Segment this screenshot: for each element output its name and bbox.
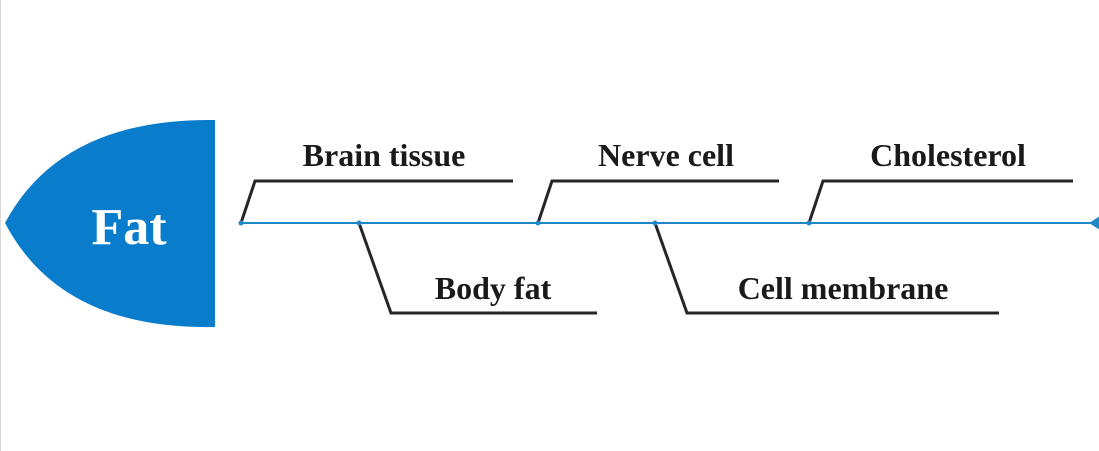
spine-node: [652, 220, 658, 226]
spine-node: [238, 220, 244, 226]
spine-arrow-icon: [1089, 216, 1099, 230]
branch-top-cholesterol: [807, 179, 1073, 224]
cause-label-brain-tissue: Brain tissue: [303, 137, 466, 173]
spine-node: [356, 220, 362, 226]
spine-node: [535, 220, 541, 226]
cause-label-cholesterol: Cholesterol: [870, 137, 1026, 173]
spine-node: [806, 220, 812, 226]
fish-head-shape: [5, 119, 215, 328]
cause-label-body-fat: Body fat: [435, 270, 552, 306]
cause-label-nerve-cell: Nerve cell: [598, 137, 734, 173]
cause-label-cell-membrane: Cell membrane: [738, 270, 949, 306]
branch-top-nerve-cell: [536, 179, 779, 224]
head-label: Fat: [91, 199, 167, 256]
branch-bottom-cell-membrane: [653, 222, 999, 315]
branch-bottom-body-fat: [357, 222, 597, 315]
branch-top-brain-tissue: [239, 179, 513, 224]
